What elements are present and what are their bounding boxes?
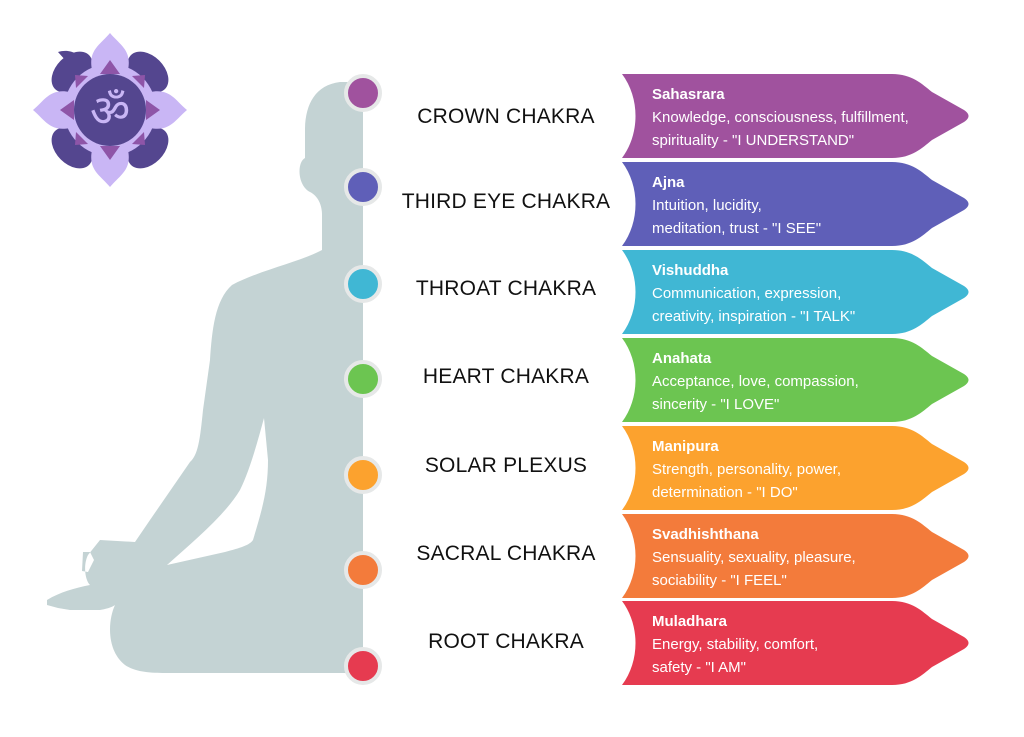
chakra-dot-4 — [344, 456, 382, 494]
banner-shape — [622, 338, 969, 422]
banner-shape — [622, 426, 969, 510]
chakra-label: THIRD EYE CHAKRA — [401, 190, 611, 213]
chakra-description-line1: Communication, expression, — [652, 285, 842, 302]
chakra-description-line1: Acceptance, love, compassion, — [652, 373, 859, 390]
chakra-description-line1: Sensuality, sexuality, pleasure, — [652, 549, 856, 566]
chakra-dot-0 — [344, 74, 382, 112]
svg-text:ॐ: ॐ — [90, 86, 130, 137]
chakra-description-line2: safety - "I AM" — [652, 659, 747, 676]
chakra-description-line2: meditation, trust - "I SEE" — [652, 220, 822, 237]
chakra-label: HEART CHAKRA — [422, 365, 590, 388]
chakra-dot-6 — [344, 647, 382, 685]
chakra-label: SOLAR PLEXUS — [424, 454, 588, 477]
chakra-description-line1: Knowledge, consciousness, fulfillment, — [652, 109, 909, 126]
banner-shape — [622, 162, 969, 246]
chakra-sanskrit-name: Sahasrara — [652, 86, 725, 103]
chakra-description-line1: Energy, stability, comfort, — [652, 636, 819, 653]
chakra-dot-1 — [344, 168, 382, 206]
chakra-sanskrit-name: Anahata — [652, 350, 712, 367]
banner-shape — [622, 250, 969, 334]
chakra-description-line1: Intuition, lucidity, — [652, 197, 762, 214]
chakra-description-line2: sociability - "I FEEL" — [652, 572, 787, 589]
chakra-dot-5 — [344, 551, 382, 589]
chakra-sanskrit-name: Ajna — [652, 174, 685, 191]
banner-shape — [622, 74, 969, 158]
chakra-description-line1: Strength, personality, power, — [652, 461, 841, 478]
chakra-description-line2: creativity, inspiration - "I TALK" — [652, 308, 856, 325]
chakra-dot-3 — [344, 360, 382, 398]
chakra-sanskrit-name: Vishuddha — [652, 262, 729, 279]
chakra-sanskrit-name: Manipura — [652, 438, 719, 455]
chakra-label: SACRAL CHAKRA — [416, 542, 596, 565]
chakra-sanskrit-name: Svadhishthana — [652, 526, 759, 543]
banner-shape — [622, 514, 969, 598]
banner-shape — [622, 601, 969, 685]
chakra-description-line2: spirituality - "I UNDERSTAND" — [652, 132, 855, 149]
chakra-dot-2 — [344, 265, 382, 303]
chakra-label: ROOT CHAKRA — [428, 630, 584, 653]
chakra-label: THROAT CHAKRA — [415, 277, 597, 300]
chakra-sanskrit-name: Muladhara — [652, 613, 728, 630]
om-lotus-icon: ॐ — [33, 33, 187, 187]
chakra-label: CROWN CHAKRA — [417, 105, 595, 128]
chakra-description-line2: sincerity - "I LOVE" — [652, 396, 780, 413]
chakra-description-line2: determination - "I DO" — [652, 484, 798, 501]
